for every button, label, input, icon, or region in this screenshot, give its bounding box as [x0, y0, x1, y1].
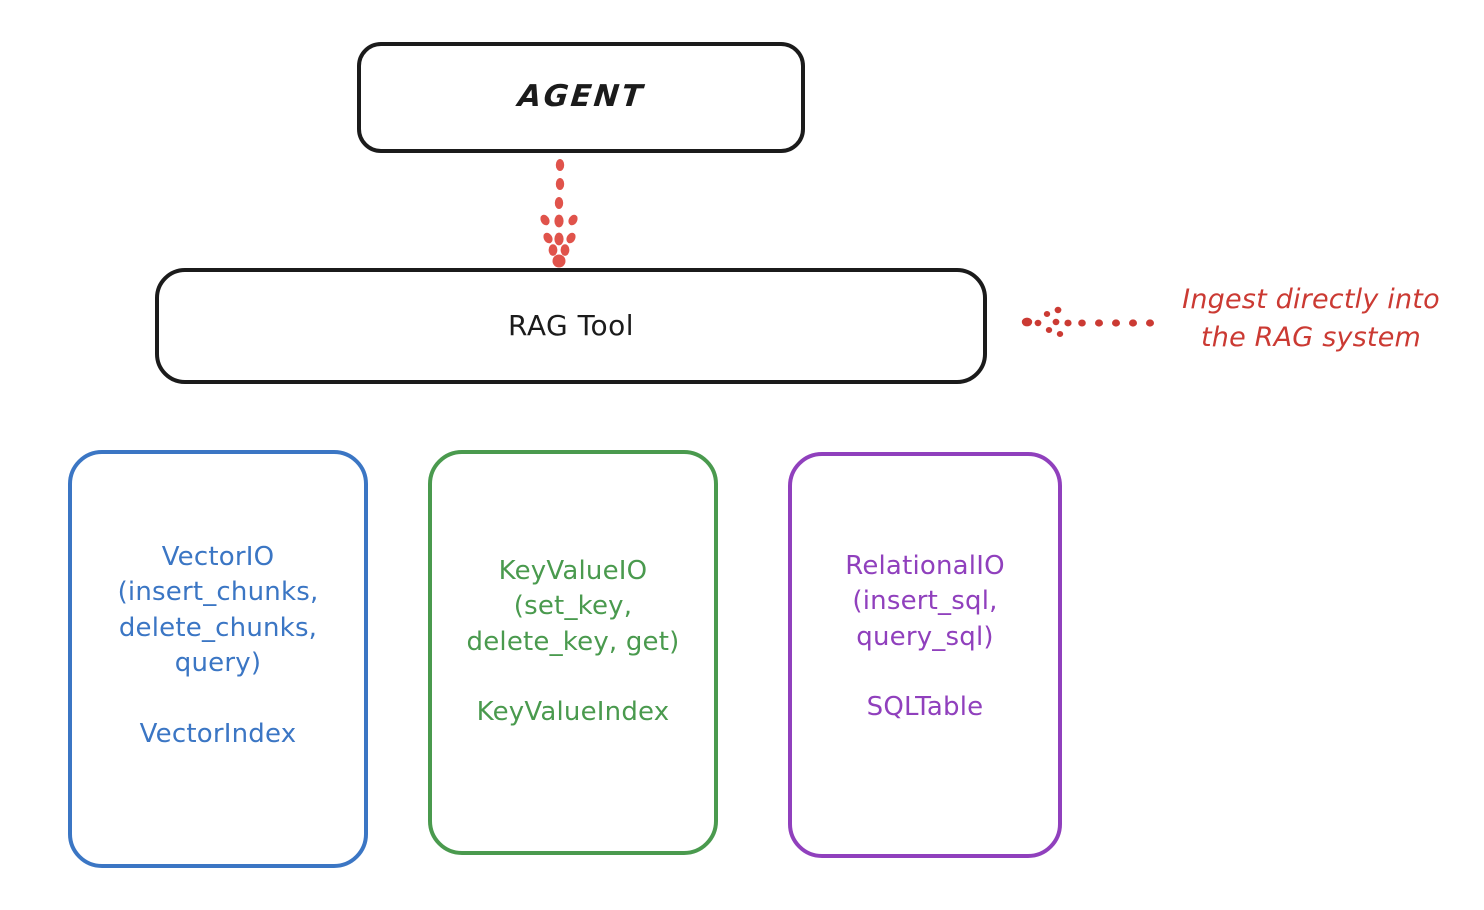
node-agent[interactable]: AGENT: [357, 42, 805, 153]
connector-agent-to-rag-tool-icon: [515, 158, 605, 270]
annotation-ingest-note: Ingest directly into the RAG system: [1182, 284, 1440, 354]
connector-ingest-arrow-icon: [1018, 296, 1158, 342]
node-vector-io-label: VectorIO (insert_chunks, delete_chunks, …: [117, 542, 319, 749]
node-relational-io-label: RelationalIO (insert_sql, query_sql) SQL…: [845, 551, 1005, 723]
node-rag-tool[interactable]: RAG Tool: [155, 268, 987, 384]
node-relational-io[interactable]: RelationalIO (insert_sql, query_sql) SQL…: [788, 452, 1062, 858]
node-rag-tool-label: RAG Tool: [508, 309, 634, 343]
node-key-value-io-label: KeyValueIO (set_key, delete_key, get) Ke…: [466, 556, 680, 728]
node-vector-io[interactable]: VectorIO (insert_chunks, delete_chunks, …: [68, 450, 368, 868]
node-agent-label: AGENT: [516, 79, 647, 115]
node-key-value-io[interactable]: KeyValueIO (set_key, delete_key, get) Ke…: [428, 450, 718, 855]
